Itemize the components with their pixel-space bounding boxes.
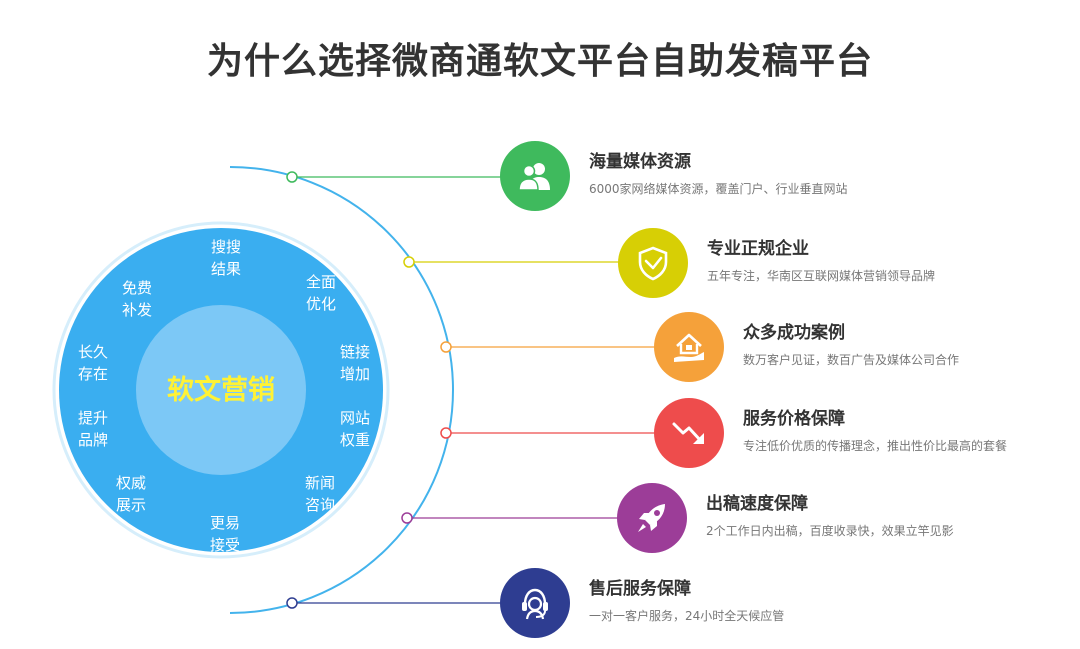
feature-title: 海量媒体资源 bbox=[589, 152, 691, 172]
feature-title: 众多成功案例 bbox=[743, 323, 845, 343]
wheel-segment-label: 新闻咨询 bbox=[305, 474, 335, 514]
wheel-segment-label: 链接增加 bbox=[340, 343, 370, 383]
wheel-segment-label: 免费补发 bbox=[122, 279, 152, 319]
connector-dot bbox=[440, 341, 452, 353]
wheel-segment-label: 更易接受 bbox=[210, 514, 240, 554]
feature-text: 服务价格保障 专注低价优质的传播理念，推出性价比最高的套餐 bbox=[743, 408, 1007, 454]
feature-text: 专业正规企业 五年专注，华南区互联网媒体营销领导品牌 bbox=[707, 238, 935, 284]
feature-circle bbox=[500, 141, 570, 211]
feature-title: 服务价格保障 bbox=[743, 409, 845, 429]
feature-title: 专业正规企业 bbox=[707, 239, 809, 259]
connector-dot bbox=[286, 171, 298, 183]
wheel-segment-label: 提升品牌 bbox=[78, 409, 108, 449]
house-hand-icon bbox=[674, 333, 704, 362]
feature-desc: 专注低价优质的传播理念，推出性价比最高的套餐 bbox=[743, 439, 1008, 453]
feature-text: 售后服务保障 一对一客户服务，24小时全天候应管 bbox=[589, 578, 784, 624]
feature-desc: 6000家网络媒体资源，覆盖门户、行业垂直网站 bbox=[589, 182, 848, 196]
feature-circle bbox=[500, 568, 570, 638]
wheel-segment-label: 搜搜结果 bbox=[211, 238, 241, 278]
connector-lines bbox=[286, 171, 659, 609]
feature-desc: 2个工作日内出稿，百度收录快，效果立竿见影 bbox=[706, 524, 954, 538]
wheel-segment-label: 网站权重 bbox=[340, 409, 370, 449]
connector-dot bbox=[403, 256, 415, 268]
feature-circle bbox=[654, 398, 724, 468]
rocket-icon bbox=[638, 504, 665, 532]
wheel-segment-label: 权威展示 bbox=[116, 474, 146, 514]
users-icon bbox=[518, 163, 550, 191]
wheel-segment-label: 长久存在 bbox=[78, 343, 108, 383]
wheel-center-label: 软文营销 bbox=[167, 374, 275, 406]
connector-dot bbox=[286, 597, 298, 609]
outer-arc bbox=[229, 166, 454, 614]
feature-text: 众多成功案例 数万客户见证，数百广告及媒体公司合作 bbox=[743, 322, 959, 368]
feature-circle bbox=[617, 483, 687, 553]
feature-text: 海量媒体资源 6000家网络媒体资源，覆盖门户、行业垂直网站 bbox=[589, 151, 848, 197]
headset-icon bbox=[522, 588, 548, 620]
feature-title: 出稿速度保障 bbox=[706, 494, 808, 514]
wheel-core bbox=[136, 305, 306, 475]
trend-down-icon bbox=[672, 422, 704, 444]
shield-check-icon bbox=[638, 246, 668, 281]
feature-title: 售后服务保障 bbox=[589, 579, 691, 599]
feature-circle bbox=[618, 228, 688, 298]
connector-dot bbox=[401, 512, 413, 524]
page-title: 为什么选择微商通软文平台自助发稿平台 bbox=[206, 41, 873, 82]
feature-text: 出稿速度保障 2个工作日内出稿，百度收录快，效果立竿见影 bbox=[706, 493, 954, 539]
feature-desc: 数万客户见证，数百广告及媒体公司合作 bbox=[743, 353, 960, 367]
feature-desc: 一对一客户服务，24小时全天候应管 bbox=[589, 609, 785, 623]
connector-dot bbox=[440, 427, 452, 439]
wheel-outer-ring bbox=[52, 221, 390, 559]
feature-desc: 五年专注，华南区互联网媒体营销领导品牌 bbox=[707, 269, 936, 283]
feature-circle bbox=[654, 312, 724, 382]
wheel-segment-label: 全面优化 bbox=[306, 273, 336, 313]
